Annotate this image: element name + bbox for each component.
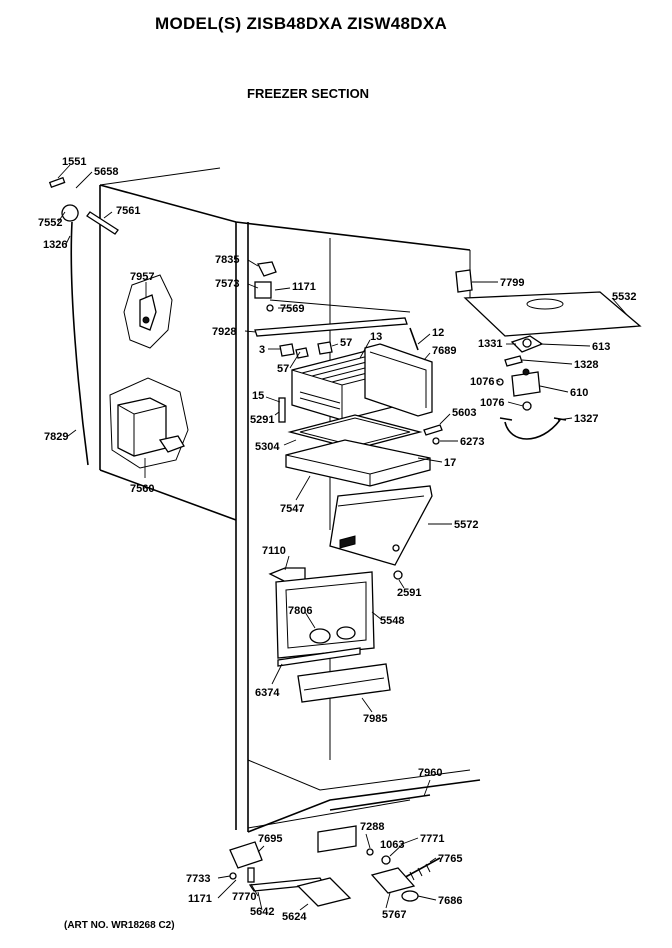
label-7689: 7689: [432, 345, 456, 357]
label-2591: 2591: [397, 587, 421, 599]
label-1076-lower: 1076: [480, 397, 504, 409]
art-number: (ART NO. WR18268 C2): [64, 920, 175, 931]
label-57-lower: 57: [277, 363, 289, 375]
label-1171-top: 1171: [292, 281, 316, 293]
label-6273: 6273: [460, 436, 484, 448]
label-1331: 1331: [478, 338, 502, 350]
part-7960-rail: [329, 794, 431, 811]
label-1076-upper: 1076: [470, 376, 494, 388]
part-5767-block: [370, 867, 416, 894]
label-5291: 5291: [250, 414, 274, 426]
part-7835-clip: [257, 261, 277, 277]
label-7770: 7770: [232, 891, 256, 903]
label-5767: 5767: [382, 909, 406, 921]
label-7835: 7835: [215, 254, 239, 266]
label-5532: 5532: [612, 291, 636, 303]
part-2591-screw: [393, 570, 403, 580]
part-57-clips: [279, 341, 333, 359]
label-7928: 7928: [212, 326, 236, 338]
label-1328: 1328: [574, 359, 598, 371]
label-1063: 1063: [380, 839, 404, 851]
part-7561-rod: [86, 211, 119, 235]
part-7985-grille: [297, 663, 391, 703]
label-5624: 5624: [282, 911, 307, 923]
label-610: 610: [570, 387, 588, 399]
label-7985: 7985: [363, 713, 387, 725]
part-7573-bracket: [254, 281, 272, 299]
label-12: 12: [432, 327, 444, 339]
label-5548: 5548: [380, 615, 404, 627]
label-6374: 6374: [255, 687, 280, 699]
label-1551: 1551: [62, 156, 86, 168]
part-7288-bracket: [317, 825, 374, 856]
label-7560: 7560: [130, 483, 154, 495]
part-5603-heater: [423, 424, 443, 436]
part-7560-box: [117, 397, 185, 457]
label-7110: 7110: [262, 545, 286, 557]
label-7799: 7799: [500, 277, 524, 289]
part-6374-strip: [277, 647, 361, 667]
label-7552: 7552: [38, 217, 62, 229]
part-6273-nut: [432, 437, 440, 445]
leader-lines: [57, 164, 629, 911]
label-5642: 5642: [250, 906, 274, 918]
label-7288: 7288: [360, 821, 384, 833]
label-7733: 7733: [186, 873, 210, 885]
label-5304: 5304: [255, 441, 280, 453]
part-1327-bracket: [499, 417, 567, 440]
part-7733-washer: [229, 872, 237, 880]
part-5658-bracket: [61, 204, 79, 222]
part-7829-tube: [70, 221, 89, 466]
part-1328-clip: [504, 355, 523, 367]
label-7806: 7806: [288, 605, 312, 617]
label-57-upper: 57: [340, 337, 352, 349]
label-5603: 5603: [452, 407, 476, 419]
part-labels: 1551 5658 7552 7561 1326 7957 7829 7560 …: [38, 156, 636, 923]
part-7928-rail: [254, 317, 408, 337]
part-1551-pin: [48, 176, 66, 189]
label-7547: 7547: [280, 503, 304, 515]
label-613: 613: [592, 341, 610, 353]
part-7957-thermostat: [139, 294, 157, 331]
part-12-screw: [409, 327, 419, 351]
label-7765: 7765: [438, 853, 462, 865]
label-5658: 5658: [94, 166, 118, 178]
part-15-5291-tube: [278, 397, 286, 423]
part-7770-bushing: [247, 867, 255, 883]
label-5572: 5572: [454, 519, 478, 531]
part-5572-panel: [329, 485, 433, 566]
part-5532-cover: [463, 291, 642, 337]
label-7960: 7960: [418, 767, 442, 779]
label-7771: 7771: [420, 833, 444, 845]
label-7957: 7957: [130, 271, 154, 283]
label-7561: 7561: [116, 205, 140, 217]
label-1327: 1327: [574, 413, 598, 425]
label-1171-bottom: 1171: [188, 893, 212, 905]
part-5624-pad: [296, 877, 352, 907]
part-7686-roller: [401, 890, 419, 902]
part-7547-drain-pan: [285, 439, 431, 487]
label-1326: 1326: [43, 239, 67, 251]
part-613-motor-mount: [510, 335, 544, 353]
section-title: FREEZER SECTION: [247, 86, 370, 101]
label-7573: 7573: [215, 278, 239, 290]
part-7569-screw: [266, 304, 274, 312]
label-7695: 7695: [258, 833, 282, 845]
part-7689-cover: [364, 343, 433, 417]
part-1063-nut: [381, 855, 391, 865]
part-610-motor: [511, 368, 541, 397]
label-7686: 7686: [438, 895, 462, 907]
label-7569: 7569: [280, 303, 304, 315]
part-7799-bracket: [455, 269, 473, 293]
diagram-title: MODEL(S) ZISB48DXA ZISW48DXA: [155, 14, 448, 33]
part-5548-housing: [275, 571, 375, 659]
label-7829: 7829: [44, 431, 68, 443]
label-13: 13: [370, 331, 382, 343]
part-7695-hinge: [229, 841, 263, 869]
label-15: 15: [252, 390, 264, 402]
label-17: 17: [444, 457, 456, 469]
label-3: 3: [259, 344, 265, 356]
